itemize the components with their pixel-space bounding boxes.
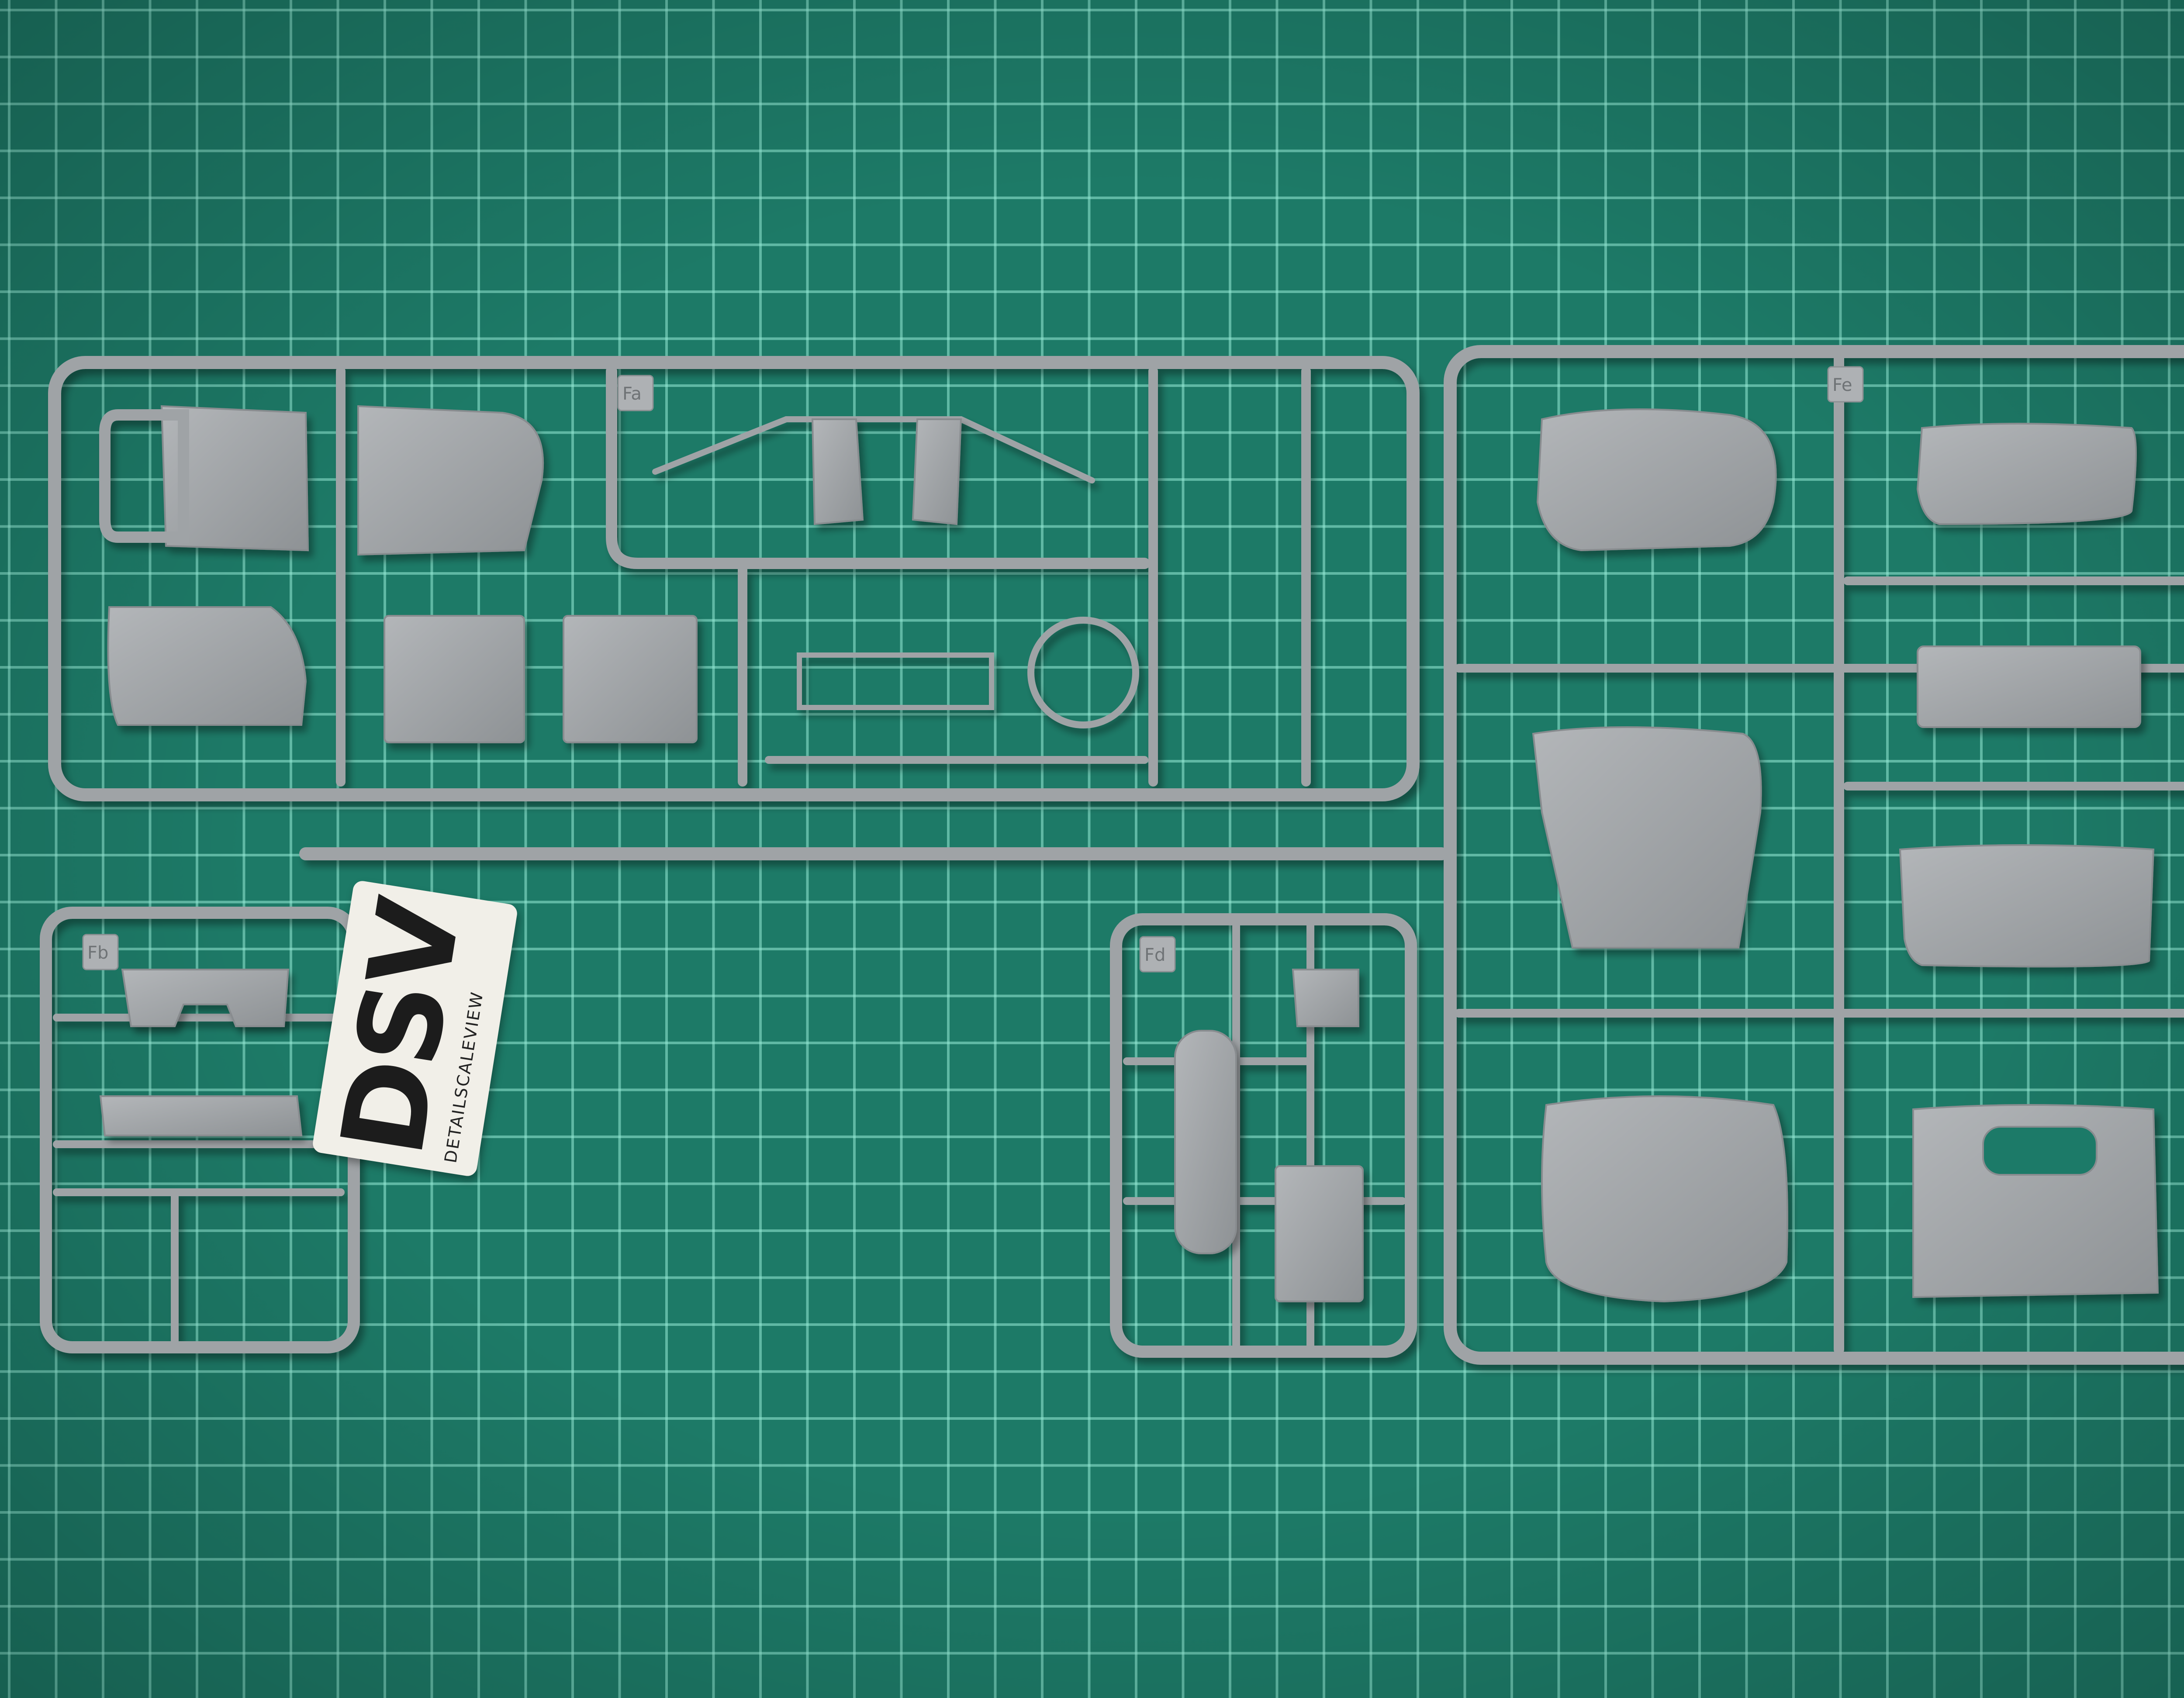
part-hood-top: [1536, 408, 1777, 552]
sprue-tab-fa: [617, 375, 654, 411]
part-door-frame: [99, 409, 189, 543]
sprue-tab-fb: [82, 934, 119, 970]
part-seat-back-b: [912, 418, 962, 525]
sprue-frame-right: [1444, 345, 2184, 1365]
part-panel-upper-right: [1916, 423, 2137, 525]
part-dashboard: [107, 606, 307, 726]
sprue-label-fa: Fa: [622, 384, 642, 404]
part-bracket-top: [121, 969, 290, 1027]
sprue-tab-fe: [1827, 366, 1864, 403]
part-seat-back-a: [811, 418, 864, 525]
part-box-bottom: [1275, 1165, 1364, 1302]
sprue-frame-top-left: [48, 356, 1420, 801]
part-door-left: [160, 405, 309, 552]
sprue-frame-middle-small: [1110, 913, 1417, 1358]
part-door-right: [357, 405, 544, 556]
part-tub: [1899, 844, 2155, 968]
part-cab-front: [1541, 1095, 1788, 1303]
part-tall-panel: [1174, 1030, 1237, 1254]
sprue-label-fb: Fb: [87, 943, 108, 963]
part-panel-mid-right: [1917, 645, 2141, 728]
sprue-tab-fd: [1139, 936, 1176, 973]
sprue-label-fe: Fe: [1832, 375, 1852, 395]
part-windscreen-frame: [797, 652, 994, 710]
part-box-top: [1292, 969, 1359, 1027]
part-panel-b: [563, 615, 698, 743]
sprue-label-fd: Fd: [1144, 945, 1165, 965]
part-engine-block: [99, 1095, 303, 1136]
part-panel-a: [384, 615, 525, 743]
part-window-cutout: [1982, 1126, 2098, 1176]
part-cab-rear: [1532, 726, 1762, 949]
part-steering-wheel: [1027, 617, 1139, 728]
